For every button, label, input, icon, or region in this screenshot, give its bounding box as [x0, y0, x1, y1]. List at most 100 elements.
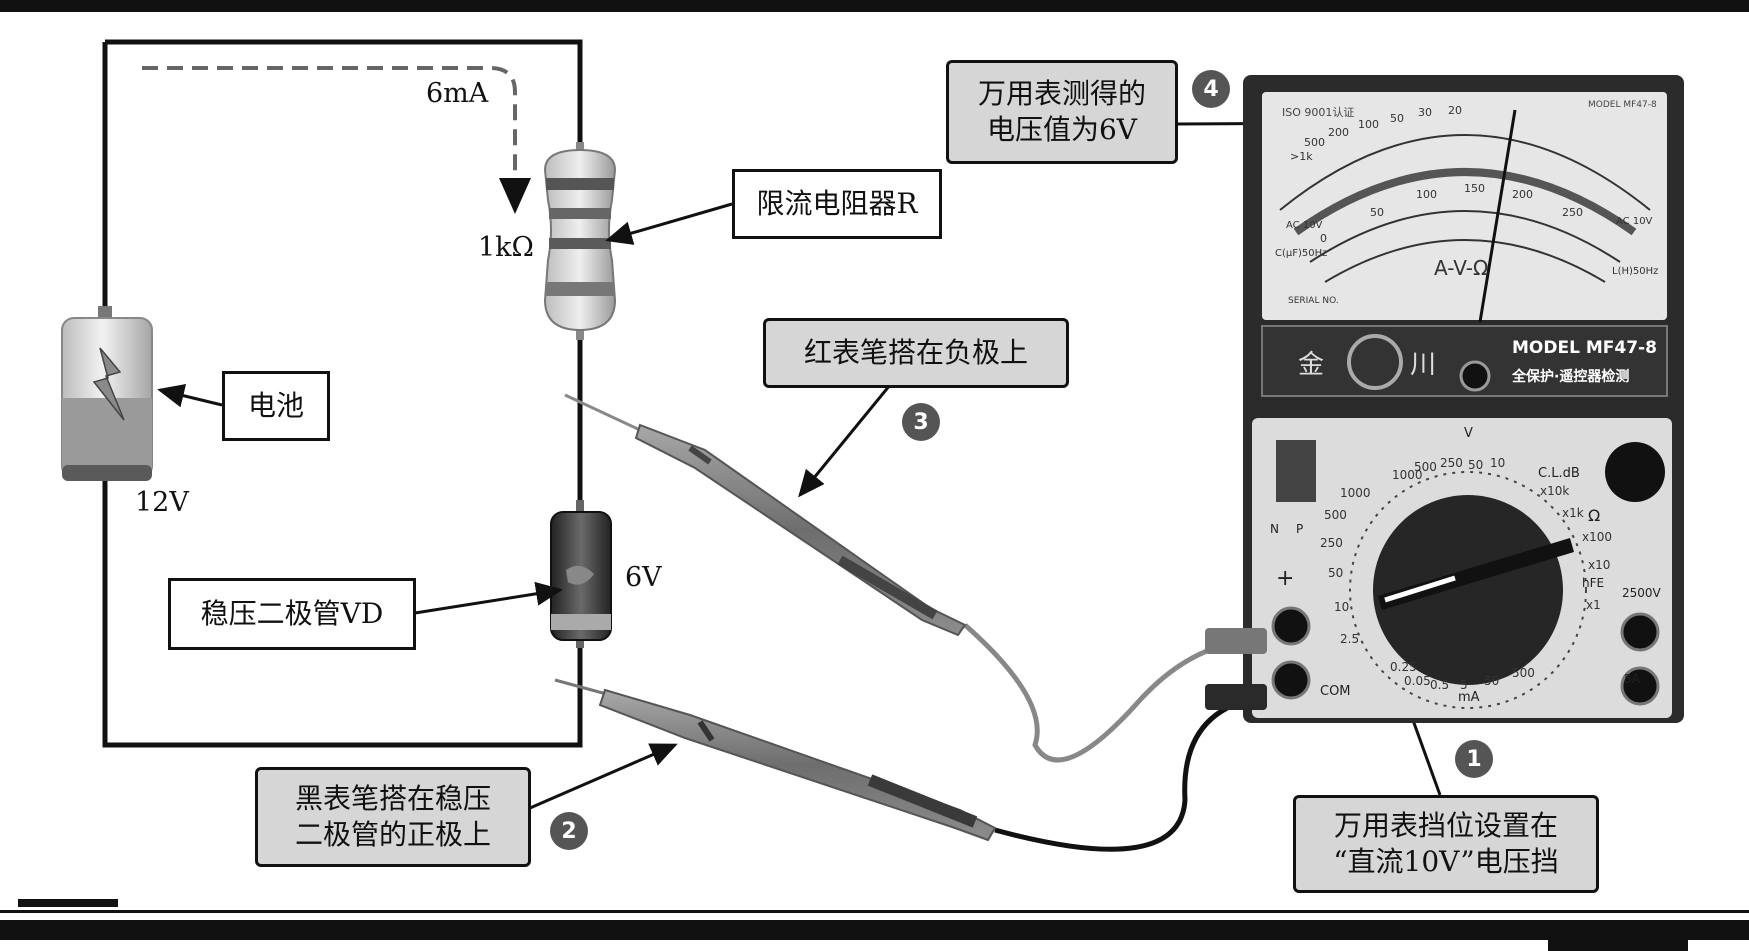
- circuit-wire: [102, 39, 583, 748]
- model-text: MODEL MF47-8: [1512, 338, 1657, 358]
- dial-right-label-4: x1: [1586, 598, 1601, 612]
- slogan-text: 全保护·遥控器检测: [1512, 369, 1630, 385]
- brand-char-2: 川: [1410, 350, 1437, 380]
- meter-needle: [1478, 109, 1517, 323]
- volt-scale-label-4: 200: [1512, 188, 1533, 201]
- 5a-terminal[interactable]: [1620, 666, 1660, 706]
- zero-adjust-screw[interactable]: [1459, 360, 1491, 392]
- ohm-adjust-knob[interactable]: [1605, 442, 1665, 502]
- reading-label-line2: 电压值为6V: [986, 113, 1138, 146]
- model-small-text: MODEL MF47-8: [1588, 100, 1657, 110]
- dial-bottom-label-0: 0.25: [1390, 660, 1417, 674]
- dial-bottom-label-2: 0.5: [1430, 678, 1450, 692]
- top-border-bar: [0, 0, 1749, 12]
- black-probe-label: 黑表笔搭在稳压 二极管的正极上: [255, 767, 531, 867]
- red-probe-label: 红表笔搭在负极上: [763, 318, 1069, 388]
- ohm-scale-label-4: 50: [1390, 112, 1404, 125]
- red-plug: [1205, 628, 1267, 654]
- dial-right-label-0: x10k: [1540, 484, 1570, 498]
- range-ma-text: mA: [1458, 690, 1480, 705]
- step-badge-3: 3: [902, 403, 940, 441]
- reading-label: 万用表测得的 电压值为6V: [946, 60, 1178, 164]
- range-ohm-text: Ω: [1588, 506, 1601, 525]
- ac-left-text: AC 10V: [1286, 220, 1323, 231]
- capacitance-text: C(μF)50Hz: [1275, 248, 1328, 259]
- battery-icon: [61, 306, 153, 481]
- com-terminal[interactable]: [1271, 660, 1311, 700]
- dial-left-label-2: 250: [1320, 536, 1343, 550]
- com-text: COM: [1320, 684, 1351, 699]
- current-value: 6mA: [426, 78, 489, 109]
- black-plug: [1205, 684, 1267, 710]
- multimeter: [1205, 75, 1684, 723]
- reading-label-line1: 万用表测得的: [977, 77, 1146, 110]
- dial-top-label-4: 10: [1490, 456, 1506, 470]
- zener-voltage: 6V: [625, 562, 662, 593]
- dial-bottom-label-3: 5: [1460, 678, 1468, 692]
- step-badge-2: 2: [550, 812, 588, 850]
- black-probe-lead: [994, 694, 1263, 852]
- bottom-rule: [0, 910, 1749, 913]
- dial-left-label-1: 500: [1324, 508, 1347, 522]
- iso-text: ISO 9001认证: [1282, 106, 1355, 119]
- bottom-stub-bar: [18, 899, 118, 907]
- volt-scale-label-0: 0: [1320, 232, 1327, 245]
- dial-left-label-3: 50: [1328, 566, 1344, 580]
- dial-left-label-4: 10: [1334, 600, 1350, 614]
- dial-left-label-0: 1000: [1340, 486, 1371, 500]
- volt-scale-label-2: 100: [1416, 188, 1437, 201]
- dial-top-label-2: 250: [1440, 456, 1463, 470]
- current-path: [142, 66, 531, 214]
- ohm-scale-label-2: 200: [1328, 126, 1349, 139]
- 2500v-text: 2500V: [1622, 586, 1661, 600]
- ohm-scale-label-3: 100: [1358, 118, 1379, 131]
- avo-text: A-V-Ω: [1434, 256, 1489, 280]
- meter-face: [1262, 92, 1667, 320]
- volt-scale-label-3: 150: [1464, 182, 1485, 195]
- dial-bottom-label-1: 0.05: [1404, 674, 1431, 688]
- 5a-text: 5A: [1624, 672, 1640, 686]
- dial-right-label-1: x1k: [1562, 506, 1584, 520]
- ohm-scale-label-1: 500: [1304, 136, 1325, 149]
- black-probe-label-line1: 黑表笔搭在稳压: [294, 782, 491, 815]
- plus-terminal[interactable]: [1271, 606, 1311, 646]
- ac-right-text: AC 10V: [1616, 216, 1653, 227]
- volt-scale-label-1: 50: [1370, 206, 1384, 219]
- red-probe-lead: [963, 623, 1263, 763]
- black-probe[interactable]: [554, 678, 997, 842]
- range-cl-text: C.L.dB: [1538, 466, 1580, 481]
- transistor-socket[interactable]: [1276, 440, 1316, 502]
- range-label-line1: 万用表挡位设置在: [1333, 809, 1558, 842]
- dial-bottom-label-5: 500: [1512, 666, 1535, 680]
- serial-text: SERIAL NO.: [1288, 296, 1339, 306]
- brand-char-1: 金: [1298, 350, 1325, 380]
- dial-right-label-3: x10: [1588, 558, 1611, 572]
- step-badge-4: 4: [1192, 70, 1230, 108]
- bottom-right-block: [1548, 936, 1688, 951]
- battery-label: 电池: [222, 371, 330, 441]
- zener-label: 稳压二极管VD: [168, 578, 416, 650]
- step-badge-1: 1: [1455, 740, 1493, 778]
- 2500v-terminal[interactable]: [1620, 612, 1660, 652]
- zener-diode-icon: [550, 500, 612, 648]
- ohm-scale-label-0: >1k: [1290, 150, 1313, 163]
- bottom-border-bar: [0, 920, 1749, 940]
- resistor-icon: [543, 142, 617, 340]
- volt-scale-label-5: 250: [1562, 206, 1583, 219]
- range-label-line2: “直流10V”电压挡: [1333, 845, 1559, 878]
- inductance-text: L(H)50Hz: [1612, 266, 1659, 277]
- battery-voltage: 12V: [135, 487, 189, 518]
- brand-logo: [1347, 334, 1403, 390]
- resistor-label: 限流电阻器R: [732, 169, 942, 239]
- dial-bottom-label-4: 50: [1484, 674, 1500, 688]
- plus-text: +: [1276, 566, 1295, 591]
- dial-left-label-5: 2.5: [1340, 632, 1360, 646]
- ohm-scale-label-6: 20: [1448, 104, 1462, 117]
- range-selector-knob[interactable]: [1373, 495, 1563, 685]
- dial-right-label-2: x100: [1582, 530, 1613, 544]
- red-probe[interactable]: [564, 393, 967, 637]
- range-v-text: V: [1464, 426, 1473, 441]
- np-p-text: P: [1296, 522, 1304, 536]
- dial-top-label-0: 1000: [1392, 468, 1423, 482]
